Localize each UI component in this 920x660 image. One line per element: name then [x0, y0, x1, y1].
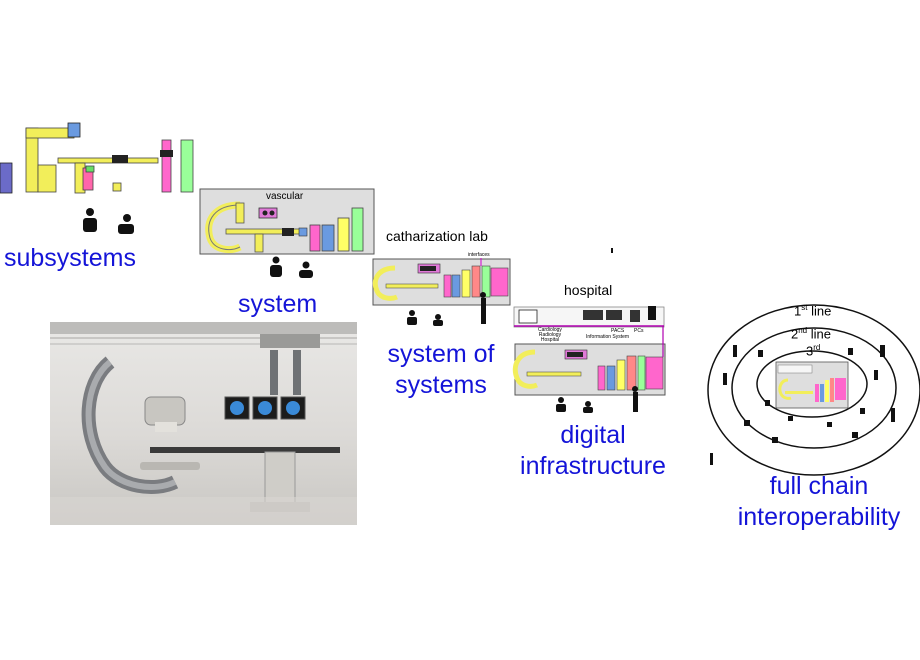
ring-label-1st: 1st line: [794, 303, 831, 318]
operator-figures: [83, 208, 134, 234]
ring-2-word: line: [807, 326, 831, 342]
vascular-title: vascular: [266, 191, 304, 202]
ring-label-2nd: 2nd line: [791, 326, 831, 341]
pink-cabinet: [161, 139, 172, 193]
pedal: [112, 182, 122, 192]
label-full-chain: full chain interoperability: [728, 471, 910, 533]
angiography-photo: [50, 322, 357, 525]
ring-label-3rd: 3rd: [806, 343, 820, 358]
label-digital-infrastructure: digital infrastructure: [512, 420, 674, 482]
label-digital-line1: digital: [560, 421, 626, 449]
interfaces-label: interfaces: [468, 252, 490, 258]
label-system-of-systems: system of systems: [381, 339, 501, 401]
stand-base: [37, 164, 57, 193]
hospital-panel: [512, 306, 666, 413]
label-digital-line2: infrastructure: [520, 452, 666, 480]
green-module: [85, 165, 95, 173]
cardiology-label: Cardiology Radiology Hospital: [538, 328, 562, 343]
ring-3-num: 3: [806, 343, 814, 359]
stand-arm: [25, 127, 75, 139]
detector-block: [0, 162, 13, 194]
label-full-chain-line1: full chain: [769, 472, 869, 500]
pacs-label: PACS: [611, 328, 625, 334]
system-panel: [199, 188, 375, 278]
cath-lab-title: catharization lab: [386, 228, 488, 244]
cardiology-line2: Radiology: [538, 332, 562, 338]
table-top: [57, 157, 159, 164]
ring-2-sup: nd: [798, 326, 808, 335]
monitor-small: [160, 150, 173, 157]
cardiology-line3: Hospital: [540, 337, 559, 343]
ring-3-sup: rd: [813, 343, 821, 352]
subsystems-group: [0, 122, 194, 234]
ring-1-num: 1: [794, 303, 802, 319]
info-system-label: Information System: [586, 334, 630, 340]
green-cabinet: [180, 139, 194, 193]
label-system: system: [238, 290, 318, 318]
pcs-label: PCs: [634, 328, 644, 334]
ring-2-num: 2: [791, 326, 799, 342]
cardiology-line1: Cardiology: [538, 327, 562, 333]
label-full-chain-line2: interoperability: [737, 503, 901, 531]
label-system-of-systems-line1: system of: [387, 340, 495, 368]
ring-1-word: line: [807, 303, 832, 319]
ring-1-sup: st: [801, 303, 808, 312]
hospital-title: hospital: [564, 282, 613, 298]
angiography-photo-drawing: [50, 322, 357, 525]
label-subsystems: subsystems: [4, 244, 136, 272]
label-system-of-systems-line2: systems: [395, 371, 487, 399]
interoperability-rings: [611, 248, 920, 476]
control-box: [112, 155, 128, 163]
tube-head: [67, 122, 81, 138]
ring-people: [611, 248, 895, 465]
cath-lab-panel: [372, 258, 511, 326]
